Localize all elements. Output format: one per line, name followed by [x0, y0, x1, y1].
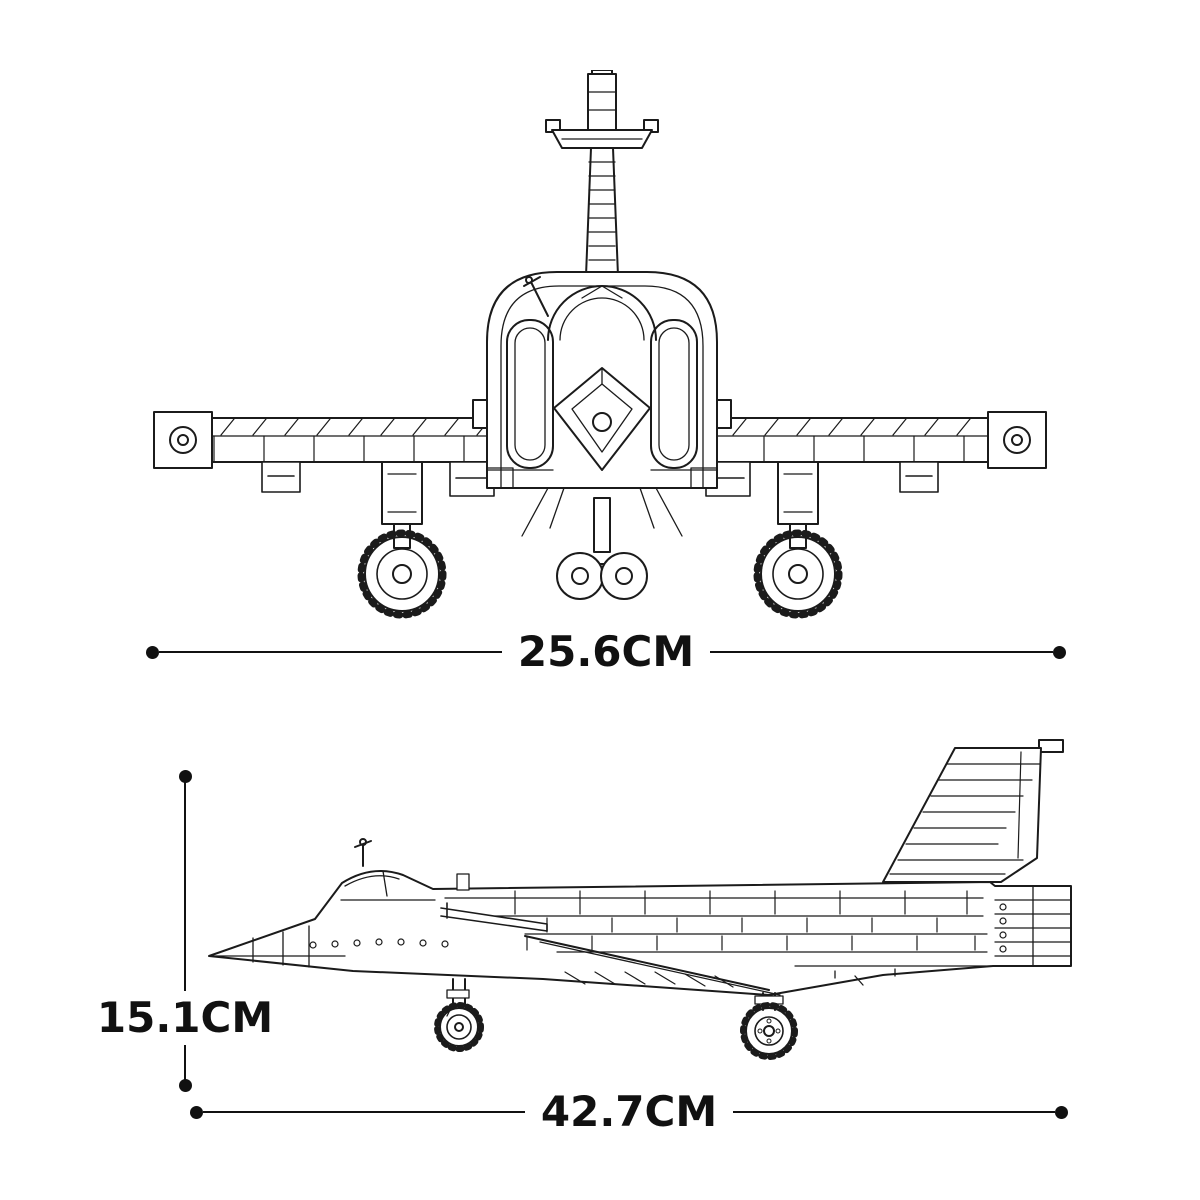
wing-edge: [524, 935, 770, 991]
main-landing-gear-side: [740, 992, 798, 1060]
canard: [440, 902, 548, 932]
front-view-drawing: [153, 70, 1047, 619]
length-dimension-label: 42.7CM: [524, 1091, 734, 1133]
width-dimension-label: 25.6CM: [501, 631, 711, 673]
length-dimension: 42.7CM: [190, 1090, 1068, 1134]
tail-fin: [545, 70, 659, 277]
wing-pylons: [261, 461, 939, 497]
main-landing-gear-left: [357, 461, 447, 619]
tail-fin-side: [882, 739, 1064, 883]
dimension-endpoint-left: [146, 645, 159, 659]
fuselage: [472, 271, 732, 537]
nose-landing-gear: [556, 497, 648, 600]
height-dimension-label: 15.1CM: [86, 990, 284, 1045]
fuselage-side: [208, 838, 1072, 996]
dimension-line: [203, 1111, 525, 1113]
width-dimension: 25.6CM: [146, 630, 1066, 674]
side-view-drawing: [208, 739, 1072, 1060]
dimension-endpoint-right: [1055, 1105, 1068, 1119]
fuselage-studs: [309, 938, 449, 949]
dimension-endpoint-left: [190, 1105, 203, 1119]
dimension-endpoint-right: [1053, 645, 1066, 659]
exhaust-nozzle: [994, 885, 1072, 967]
nose-landing-gear-side: [434, 978, 484, 1052]
dimension-endpoint-bottom: [178, 1079, 192, 1092]
dimension-line: [159, 651, 502, 653]
dimension-line: [733, 1111, 1055, 1113]
dimension-line: [184, 776, 186, 1086]
dimension-line: [710, 651, 1053, 653]
main-landing-gear-right: [753, 461, 843, 619]
